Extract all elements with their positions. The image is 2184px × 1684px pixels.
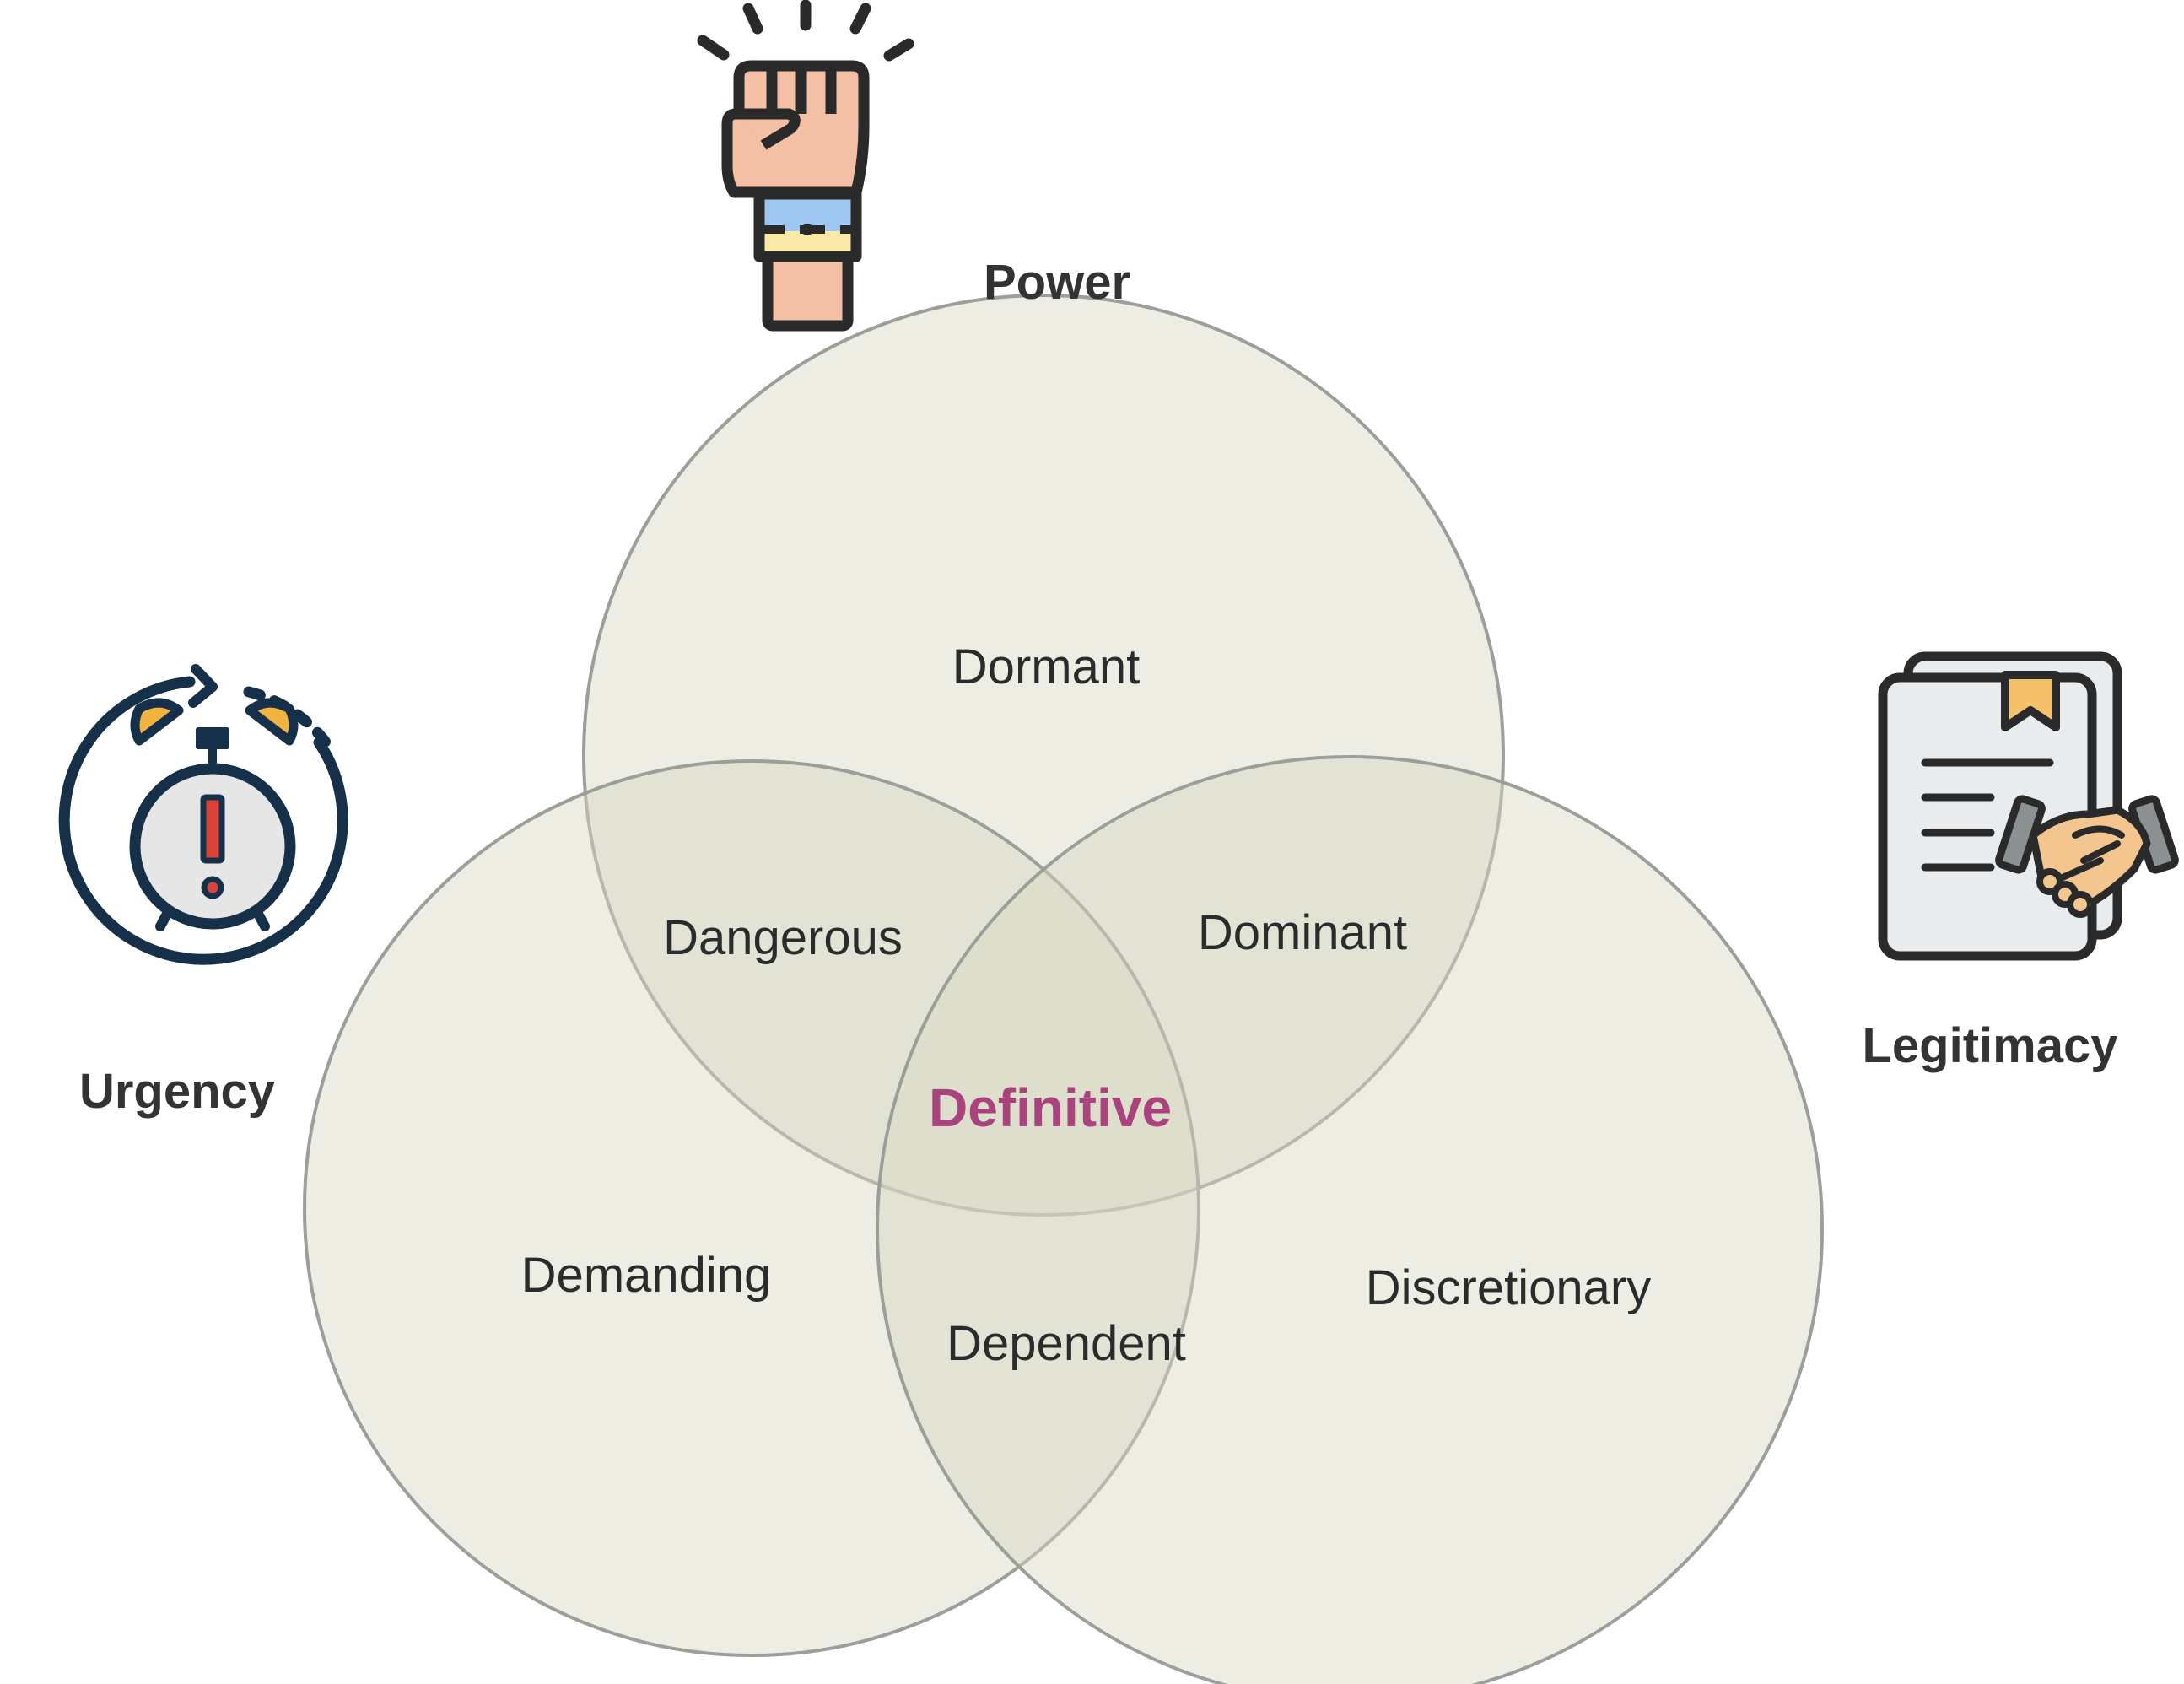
power-label: Power — [984, 255, 1130, 310]
region-label-dormant: Dormant — [952, 640, 1140, 694]
region-label-demanding: Demanding — [521, 1248, 772, 1303]
region-label-dangerous: Dangerous — [663, 910, 903, 965]
power-circle — [582, 294, 1505, 1217]
region-label-dominant: Dominant — [1198, 905, 1407, 960]
contract-handshake-icon — [1878, 651, 2179, 961]
legitimacy-circle — [876, 755, 1824, 1684]
legitimacy-label: Legitimacy — [1863, 1018, 2118, 1073]
region-label-dependent: Dependent — [946, 1316, 1186, 1371]
alarm-clock-icon — [58, 664, 348, 965]
venn-circles — [303, 294, 1824, 1684]
region-label-discretionary: Discretionary — [1366, 1260, 1651, 1315]
urgency-label: Urgency — [79, 1064, 275, 1119]
urgency-circle — [303, 759, 1200, 1657]
region-label-definitive: Definitive — [929, 1077, 1172, 1138]
raised-fist-icon — [697, 0, 914, 332]
